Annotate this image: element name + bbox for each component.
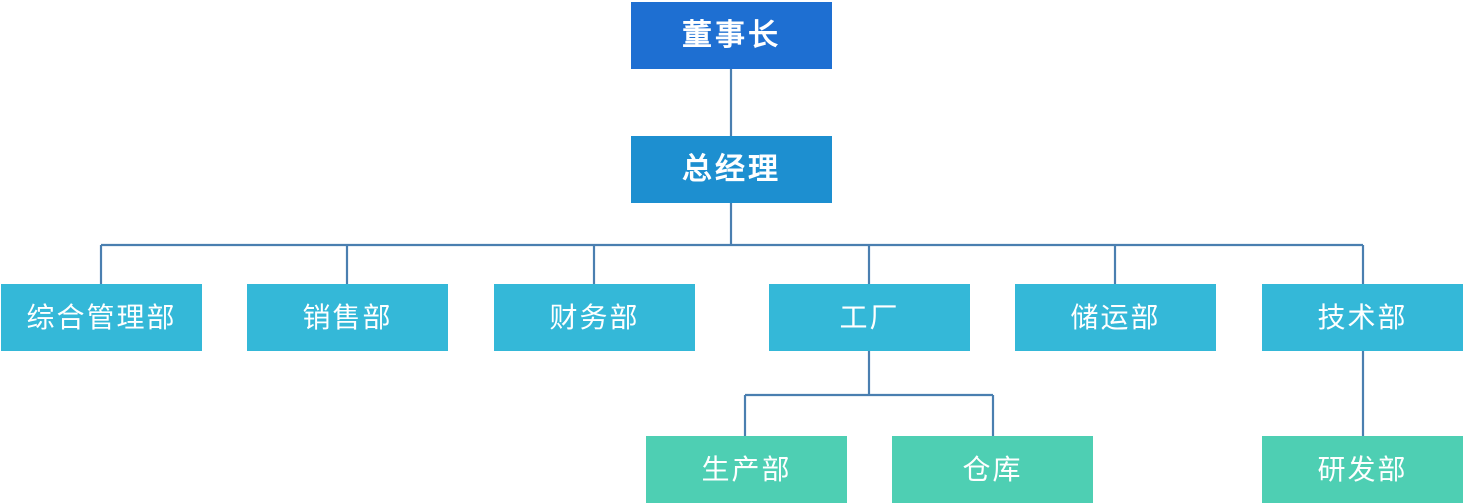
- node-rnd-department-label: 研发部: [1317, 452, 1408, 486]
- node-chairman-label: 董事长: [682, 17, 781, 53]
- node-factory-label: 工厂: [839, 300, 900, 334]
- node-logistics-department: 储运部: [1015, 284, 1216, 351]
- node-warehouse-label: 仓库: [962, 452, 1023, 486]
- node-production-department: 生产部: [646, 436, 847, 503]
- node-warehouse: 仓库: [892, 436, 1093, 503]
- node-sales-department: 销售部: [247, 284, 448, 351]
- node-admin-department: 综合管理部: [1, 284, 202, 351]
- node-factory: 工厂: [769, 284, 970, 351]
- node-logistics-department-label: 储运部: [1070, 300, 1161, 334]
- node-tech-department: 技术部: [1262, 284, 1463, 351]
- node-chairman: 董事长: [631, 2, 832, 69]
- node-admin-department-label: 综合管理部: [26, 300, 177, 334]
- node-finance-department-label: 财务部: [549, 300, 640, 334]
- node-production-department-label: 生产部: [701, 452, 792, 486]
- node-general-manager-label: 总经理: [682, 151, 781, 187]
- node-tech-department-label: 技术部: [1317, 300, 1408, 334]
- node-finance-department: 财务部: [494, 284, 695, 351]
- node-rnd-department: 研发部: [1262, 436, 1463, 503]
- node-sales-department-label: 销售部: [302, 300, 393, 334]
- node-general-manager: 总经理: [631, 136, 832, 203]
